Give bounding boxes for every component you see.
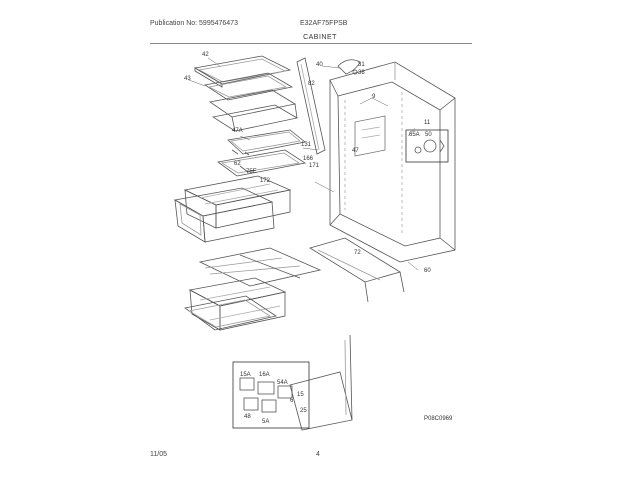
callout-11: 11	[424, 120, 431, 126]
publication-number: Publication No: 5995476473	[150, 20, 238, 27]
callout-172: 172	[260, 178, 271, 184]
callout-6: 6	[290, 398, 294, 404]
callout-43: 43	[184, 76, 191, 82]
callout-166: 166	[303, 156, 314, 162]
callout-15a: 15A	[240, 372, 251, 378]
shelf-43	[203, 72, 294, 101]
callout-131: 131	[301, 142, 312, 148]
callout-25: 25	[300, 408, 307, 414]
callout-42: 42	[202, 52, 209, 58]
shelf-assembly	[208, 89, 299, 132]
model-number: E32AF75FPSB	[300, 20, 348, 27]
base-rail-72	[309, 237, 405, 303]
lower-drawer-frame	[198, 247, 322, 287]
control-box	[405, 129, 449, 163]
bottom-bracket	[289, 334, 353, 431]
crisper-drawer-lower	[173, 187, 275, 243]
light-housing-40	[337, 59, 361, 75]
mullion-strip-82	[296, 57, 326, 155]
cabinet-liner	[329, 61, 456, 263]
callout-72: 72	[354, 250, 361, 256]
callout-5a: 5A	[262, 419, 269, 425]
section-title: CABINET	[303, 34, 337, 41]
callout-16a: 16A	[259, 372, 270, 378]
header-rule	[150, 43, 472, 44]
callout-48: 48	[244, 414, 251, 420]
crisper-drawer-upper	[183, 175, 292, 229]
callout-65a: 65A	[409, 132, 420, 138]
hardware-kit-box	[232, 361, 310, 429]
callout-171: 171	[309, 163, 320, 169]
crisper-cover-2	[217, 149, 307, 177]
callout-47: 47	[352, 148, 359, 154]
callout-31: 31	[358, 62, 365, 68]
callout-15: 15	[297, 392, 304, 398]
callout-38: 38	[358, 70, 365, 76]
callout-82: 82	[308, 81, 315, 87]
callout-9: 9	[372, 94, 376, 100]
lower-drawer	[188, 277, 287, 331]
callout-62: 62	[234, 161, 241, 167]
lower-drawer-front	[184, 295, 277, 331]
callout-54a: 54A	[277, 380, 288, 386]
crisper-cover	[227, 129, 306, 156]
callout-40: 40	[316, 62, 323, 68]
callout-75e: 75E	[246, 169, 257, 175]
page-number: 4	[316, 451, 320, 458]
callout-47a: 47A	[232, 128, 243, 134]
glass-shelf-42	[193, 55, 292, 88]
figure-id: P08C0969	[424, 416, 453, 422]
footer-date: 11/05	[150, 451, 167, 458]
callout-60: 60	[424, 268, 431, 274]
callout-50: 50	[425, 132, 432, 138]
